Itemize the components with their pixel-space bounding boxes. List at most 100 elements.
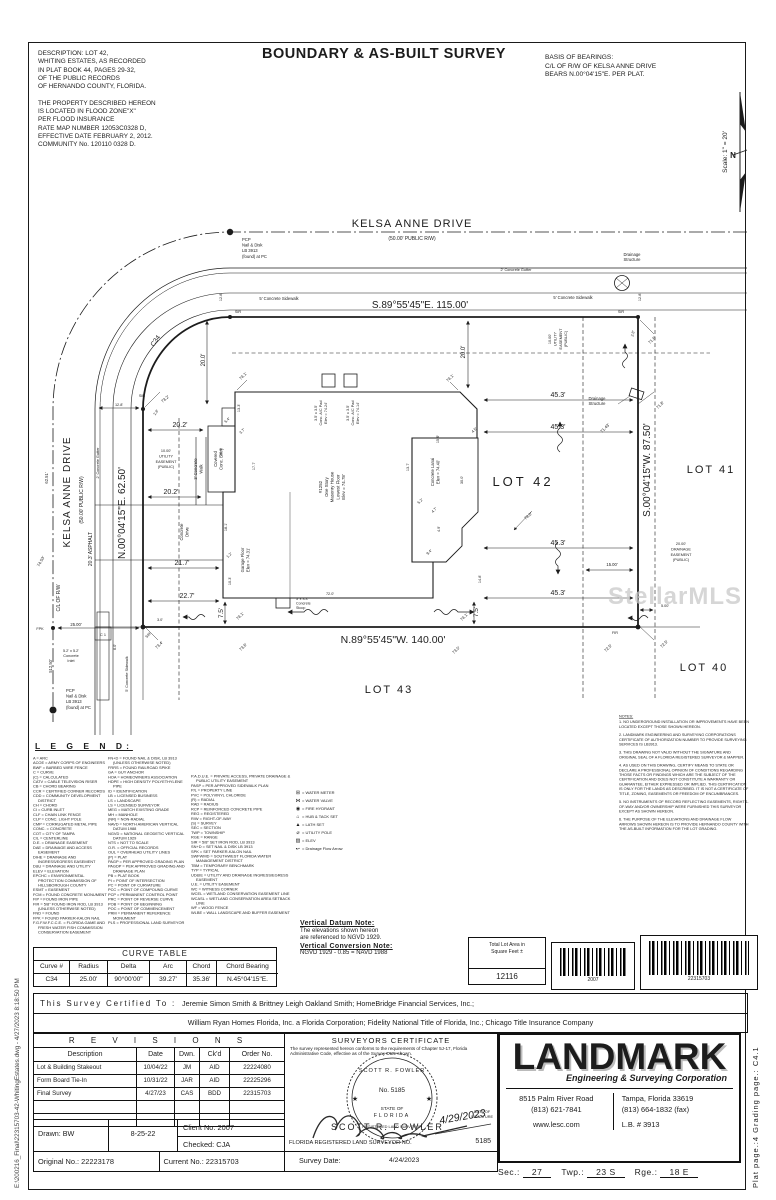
ac-pad-1	[321, 373, 336, 388]
plan-label: 74.1'	[235, 611, 245, 621]
description-line: OF THE PUBLIC RECORDS	[38, 74, 120, 82]
legend-entry: RCP = REINFORCED CONCRETE PIPE	[191, 806, 263, 812]
description-line: DESCRIPTION: LOT 42,	[38, 50, 109, 57]
legend-entry: (NR) = NON-RADIAL	[108, 817, 145, 822]
legend-entry: NAVD = NORTH AMERICAN VERTICAL DATUM 198…	[108, 821, 179, 832]
plan-label: 71.43'	[599, 422, 611, 434]
plan-label: 13.3'	[237, 404, 241, 412]
drainage-structure-road	[614, 275, 630, 291]
plan-label: 22.7'	[180, 593, 195, 600]
plan-label: 18.1'	[224, 523, 228, 531]
drawn-by: Drawn: BW	[34, 1120, 109, 1151]
legend-entry: FPK = FOUND PARKER-KALON NAIL	[33, 915, 100, 921]
certified-to: This Survey Certified To : Jeremie Simon…	[33, 993, 748, 1033]
plan-label: C34	[149, 334, 162, 348]
rge-label: Rge.:	[634, 1167, 658, 1177]
legend-entry: PCC = POINT OF COMPOUND CURVE	[108, 887, 178, 893]
legend-symbol-icon: ▨	[295, 838, 301, 844]
plan-label: LOT 42	[492, 474, 553, 489]
checked-by: Checked: CJA	[183, 1140, 231, 1149]
order-numbers-row: Original No.: 22223178 Current No.: 2231…	[33, 1152, 285, 1172]
revision-dwn: JM	[175, 1062, 200, 1075]
revision-dwn: JAR	[175, 1075, 200, 1088]
plan-label: (50.00' PUBLIC R/W)	[79, 476, 85, 524]
legend-symbol-row: ▨ = ELEV	[294, 838, 364, 844]
sheet-border	[28, 42, 746, 1190]
legend-entry: PAGDP = PER APPROVED GRADING AND DRAINAG…	[108, 864, 185, 874]
revisions-header-cell: Ck'd	[200, 1048, 230, 1062]
survey-date-value: 4/24/2023	[389, 1157, 420, 1164]
property-boundary	[142, 316, 639, 628]
legend-entry: DIHE = DRAINAGE AND INGRESS/EGRESS EASEM…	[33, 854, 96, 864]
legend-entry: POC = POINT OF COMMENCEMENT	[108, 906, 175, 912]
legend-entry: U.E. = UTILITY EASEMENT	[191, 882, 240, 887]
plan-label: 4.7'	[431, 507, 438, 514]
revision-order	[230, 1114, 284, 1127]
legend-entry: D.E. = DRAINAGE EASEMENT	[33, 840, 88, 846]
legend-entry: C/L = CENTERLINE	[33, 835, 69, 841]
monuments	[49, 228, 641, 714]
plan-label: LOT 41	[687, 464, 736, 476]
legend-entry: WCASL = WETLAND CONSERVATION AREA SETBAC…	[191, 896, 291, 906]
plan-label: 5.00'	[661, 604, 669, 608]
legend-entry: SEC = SECTION	[191, 825, 221, 831]
plan-label: 21.7'	[175, 560, 190, 567]
lanai-outline	[411, 437, 479, 563]
surveyor-reg-no: 5185	[475, 1138, 491, 1145]
plan-label: 2' Concrete Gutter	[96, 447, 100, 479]
revision-dwn	[175, 1114, 200, 1127]
current-no: Current No.: 22315703	[163, 1157, 239, 1166]
legend-entry: MEG = MATCH EXISTING GRADE	[108, 807, 170, 813]
legend-entry: LB = LICENSED BUSINESS	[108, 793, 158, 799]
barcode-bars	[560, 948, 626, 976]
stoop	[275, 597, 291, 609]
legend-entry: R/W = RIGHT-OF-WAY	[191, 816, 232, 821]
plan-label: 71.6'	[647, 335, 657, 345]
legend-entry: PLS = PROFESSIONAL LAND SURVEYOR	[108, 920, 185, 926]
curve-table-cell: N.45°04'15"E.	[226, 976, 269, 983]
plan-label: 7.5'	[473, 607, 480, 617]
plan-label: 7.5'	[218, 608, 225, 618]
revision-ckd: AID	[200, 1062, 230, 1075]
legend-entry: HOA = HOMEOWNERS ASSOCIATION	[108, 774, 178, 780]
legend-entry: FRRS = FOUND RAILROAD SPIKE	[108, 765, 171, 770]
legend-entry: FND = FOUND	[33, 911, 60, 916]
plan-label: 17.7'	[252, 462, 256, 470]
description-line: IN PLAT BOOK 44, PAGES 29-32,	[38, 66, 136, 74]
legend-entry: (P) = PLAT	[108, 854, 128, 860]
legend-entry: TWP = TOWNSHIP	[191, 830, 225, 835]
legend-entry: UD&IE = UTILITY AND DRAINAGE INGRESS/EGR…	[191, 872, 289, 882]
revisions-row: Form Board Tie-In 10/31/22 JAR AID 22225…	[34, 1075, 284, 1088]
revision-ckd	[200, 1114, 230, 1127]
legend-entry: COT = CITY OF TAMPA	[33, 831, 75, 836]
client-no: Client No: 2007	[178, 1120, 284, 1137]
plan-label: SIR	[235, 310, 242, 314]
curve-table-header: Arc	[150, 961, 187, 974]
plan-label: 9.4'	[426, 549, 433, 556]
divider	[506, 1088, 733, 1089]
plan-label: 45.3'	[551, 590, 566, 597]
revision-ckd	[200, 1101, 230, 1114]
plan-label: N.00°04'15"E. 62.50'	[117, 467, 128, 559]
revisions-row: Final Survey 4/27/23 CAS BDD 22315703	[34, 1088, 284, 1101]
legend-entry: GA = GUY ANCHOR	[108, 770, 144, 775]
original-no: Original No.: 22223178	[34, 1152, 160, 1171]
plan-label: 30.0'	[460, 476, 464, 484]
revision-desc	[34, 1101, 137, 1114]
basis-of-bearings: BASIS OF BEARINGS:C/L OF R/W OF KELSA AN…	[545, 54, 725, 80]
legend-entry: ID = IDENTIFICATION	[108, 788, 148, 794]
plan-label: 20.0'	[461, 346, 467, 359]
certificate-body: The survey represented hereon conforms t…	[290, 1046, 468, 1057]
curve-table-cell: 35.36'	[187, 974, 217, 986]
legend-entry: NTS = NOT TO SCALE	[108, 840, 149, 846]
certificate-title: SURVEYORS CERTIFICATE	[331, 1036, 451, 1045]
plan-label: 15.00'	[606, 562, 617, 567]
curve-table-cell: 90°00'00"	[108, 974, 150, 986]
plan-label: CoveredConc. Entry	[213, 447, 223, 470]
seal-number: No. 5185	[379, 1087, 405, 1094]
legend-entry: FIR = 5/8" FOUND IRON ROD, LB 3913 (UNLE…	[33, 901, 103, 911]
